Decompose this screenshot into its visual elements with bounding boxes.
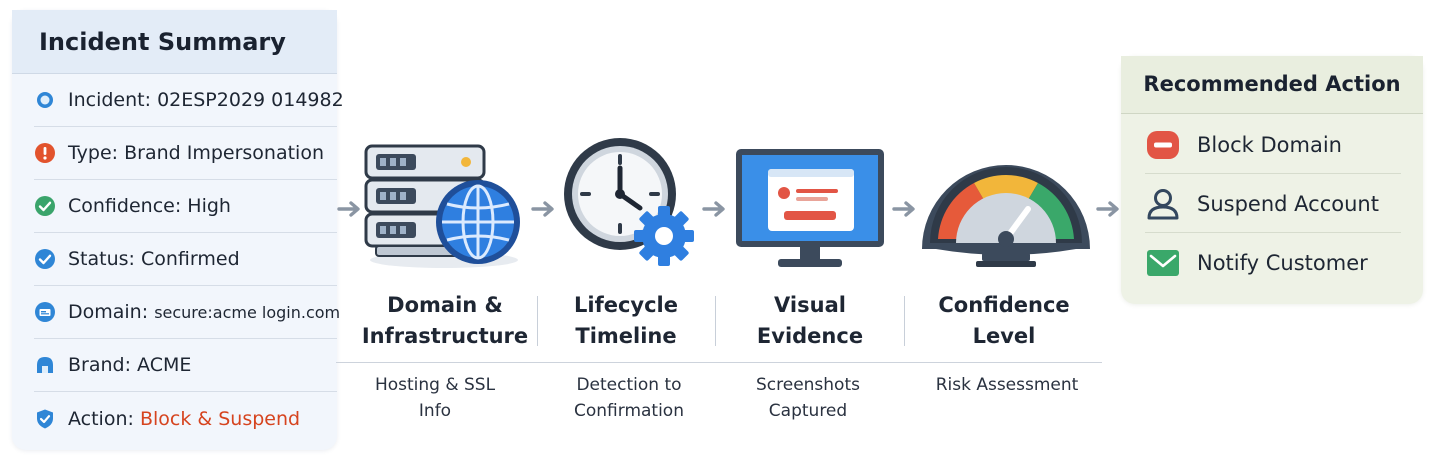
summary-value-confidence: High	[187, 195, 231, 217]
notify-customer-action[interactable]: Notify Customer	[1145, 234, 1401, 292]
stage-divider	[537, 296, 538, 346]
circle-dot-icon	[34, 89, 56, 111]
recommended-action-title: Recommended Action	[1143, 72, 1401, 96]
stage-title: Visual Evidence	[756, 293, 864, 348]
block-domain-label: Block Domain	[1197, 132, 1342, 157]
flow-arrow-icon	[337, 201, 360, 217]
summary-row-brand: Brand: ACME	[34, 339, 337, 392]
summary-key: Brand:	[68, 354, 131, 376]
stage-divider	[904, 296, 905, 346]
block-icon	[1145, 127, 1181, 163]
summary-row-type: Type: Brand Impersonation	[34, 127, 337, 180]
summary-value-action: Block & Suspend	[139, 407, 301, 430]
stage-title: Lifecycle Timeline	[574, 293, 678, 348]
flow-arrow-icon	[1096, 201, 1119, 217]
flow-arrow-icon	[531, 201, 554, 217]
stage-title: Domain & Infrastructure	[361, 293, 529, 348]
clock-gear-icon	[564, 138, 694, 266]
summary-value-status: Confirmed	[141, 248, 240, 270]
check-circle-icon	[34, 195, 56, 217]
house-icon	[34, 354, 56, 376]
recommended-action-card: Recommended Action Block Domain Suspend …	[1121, 56, 1423, 304]
stage-subtitle: Risk Assessment	[935, 375, 1079, 395]
stage-divider	[715, 296, 716, 346]
summary-key: Incident:	[68, 89, 152, 111]
alert-icon	[34, 142, 56, 164]
domain-icon	[34, 301, 56, 323]
suspend-account-action[interactable]: Suspend Account	[1145, 175, 1401, 233]
stage-subtitle: Detection to Confirmation	[574, 375, 684, 421]
user-icon	[1145, 186, 1181, 222]
recommended-action-header: Recommended Action	[1121, 56, 1423, 114]
notify-customer-label: Notify Customer	[1197, 251, 1368, 275]
block-domain-action[interactable]: Block Domain	[1145, 116, 1401, 174]
summary-key: Action:	[68, 407, 134, 430]
flow-arrow-icon	[702, 201, 725, 217]
summary-value-type: Brand Impersonation	[124, 142, 325, 164]
gauge-icon	[922, 165, 1090, 267]
stage-title: Confidence Level	[938, 293, 1070, 348]
summary-row-action: Action: Block & Suspend	[34, 392, 337, 445]
incident-summary-card: Incident Summary Incident: 02ESP2029 014…	[12, 10, 344, 450]
incident-summary-title: Incident Summary	[39, 28, 286, 56]
mail-icon	[1145, 245, 1181, 281]
summary-key: Type:	[68, 142, 119, 164]
summary-value-domain: secure:acme login.com	[154, 303, 341, 322]
summary-row-incident: Incident: 02ESP2029 014982	[34, 74, 344, 127]
stage-subtitle: Hosting & SSL Info	[374, 375, 496, 421]
summary-row-domain: Domain: secure:acme login.com	[34, 286, 341, 339]
stage-baseline	[336, 362, 1102, 363]
summary-key: Status:	[68, 248, 135, 270]
monitor-icon	[736, 149, 884, 267]
summary-row-status: Status: Confirmed	[34, 233, 337, 286]
summary-row-confidence: Confidence: High	[34, 180, 337, 233]
shield-check-icon	[34, 408, 56, 430]
stage-subtitle: Screenshots Captured	[755, 375, 860, 421]
flow-arrow-icon	[892, 201, 915, 217]
summary-key: Domain:	[68, 301, 149, 323]
incident-summary-header: Incident Summary	[12, 10, 337, 74]
summary-value-brand: ACME	[137, 354, 192, 376]
suspend-account-label: Suspend Account	[1197, 191, 1379, 216]
summary-value-incident: 02ESP2029 014982	[157, 89, 344, 111]
check-circle-icon	[34, 248, 56, 270]
server-globe-icon	[364, 144, 520, 268]
summary-key: Confidence:	[68, 195, 182, 217]
